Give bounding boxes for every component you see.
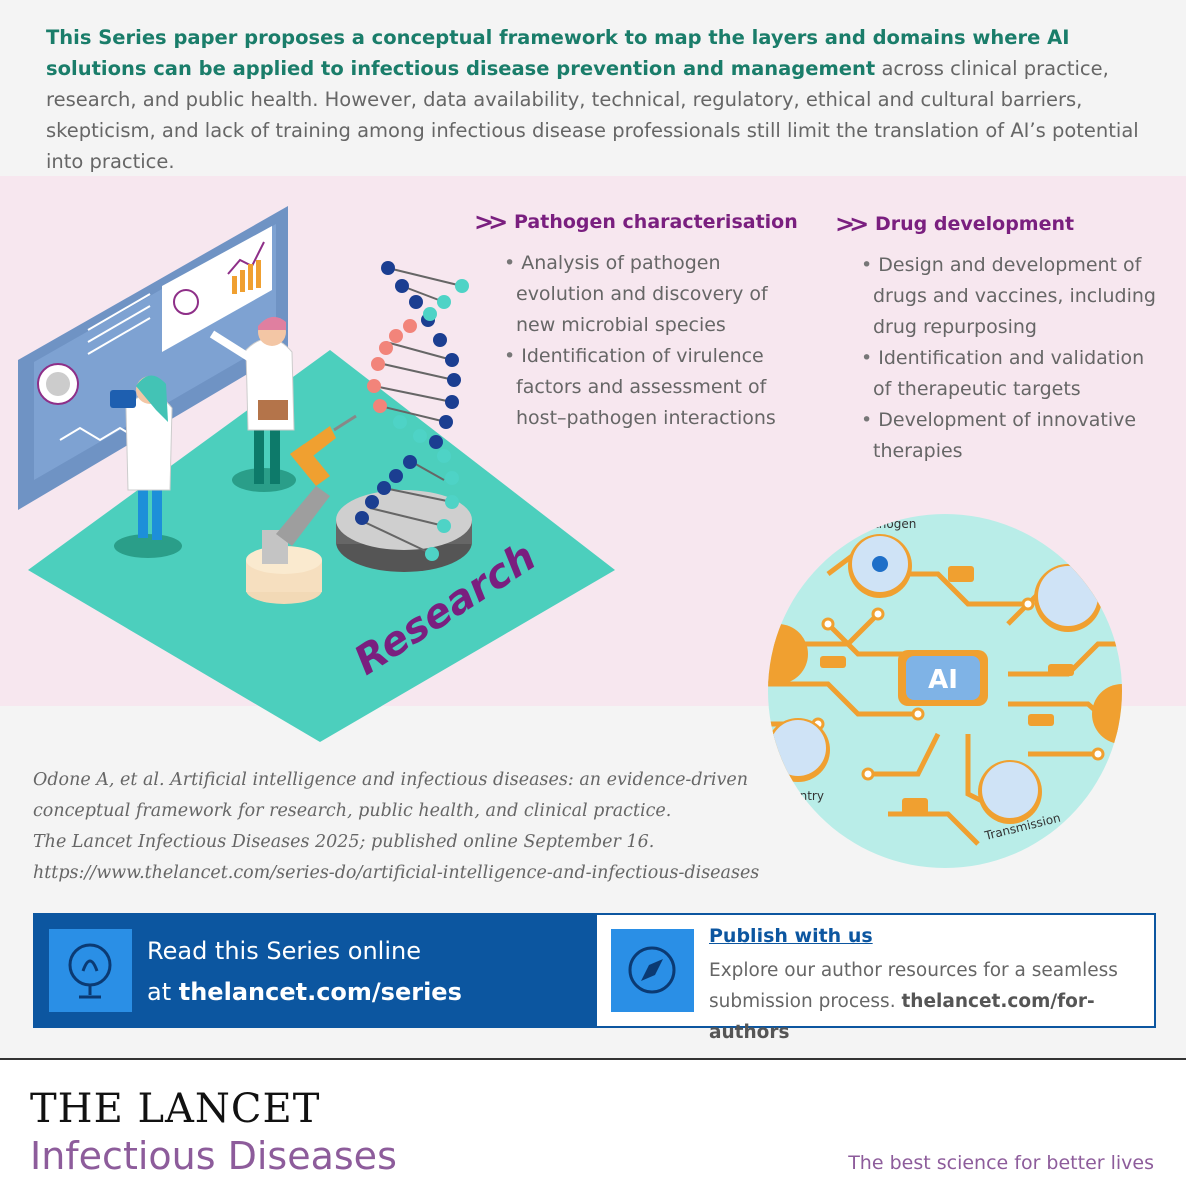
citation-line: conceptual framework for research, publi… — [33, 801, 672, 821]
citation-line: The Lancet Infectious Diseases 2025; pub… — [33, 832, 655, 852]
scientist-woman — [110, 375, 173, 540]
bullet-list: Analysis of pathogen evolution and disco… — [474, 248, 804, 434]
globe-lightbulb-icon — [49, 929, 132, 1012]
intro-paragraph: This Series paper proposes a conceptual … — [46, 22, 1146, 177]
read-series-text: Read this Series online at thelancet.com… — [147, 931, 462, 1013]
journal-brand: THE LANCET — [30, 1086, 321, 1132]
intro-rest: across clinical practice, research, and … — [46, 57, 1139, 173]
read-line-1: Read this Series online — [147, 937, 421, 965]
read-prefix: at — [147, 978, 179, 1006]
research-illustration: Research — [18, 206, 615, 742]
citation-link[interactable]: https://www.thelancet.com/series-do/arti… — [33, 863, 760, 883]
journal-name: Infectious Diseases — [30, 1134, 397, 1178]
read-series-banner[interactable]: Read this Series online at thelancet.com… — [33, 913, 596, 1028]
publish-with-us-link[interactable]: Publish with us — [709, 925, 873, 947]
list-item: Development of innovative therapies — [859, 405, 1165, 467]
section-heading: >> Pathogen characterisation — [474, 208, 804, 236]
section-title: Drug development — [875, 213, 1075, 235]
publish-body: Explore our author resources for a seaml… — [709, 960, 1118, 1012]
ai-chip-label: AI — [928, 665, 958, 695]
section-pathogen-characterisation: >> Pathogen characterisation Analysis of … — [474, 208, 804, 434]
tagline: The best science for better lives — [848, 1152, 1154, 1174]
citation-line: Odone A, et al. Artificial intelligence … — [33, 770, 749, 790]
citation: Odone A, et al. Artificial intelligence … — [33, 765, 773, 889]
list-item: Identification of virulence factors and … — [502, 341, 804, 434]
section-heading: >> Drug development — [835, 210, 1165, 238]
ai-circuit-graphic: AI Pathogen Entry Transmission — [768, 514, 1122, 868]
chevron-right-icon: >> — [474, 208, 508, 236]
publish-banner: Publish with us Explore our author resou… — [595, 913, 1156, 1043]
footer: THE LANCET Infectious Diseases The best … — [0, 1058, 1186, 1200]
list-item: Design and development of drugs and vacc… — [859, 250, 1165, 343]
list-item: Analysis of pathogen evolution and disco… — [502, 248, 804, 341]
chevron-right-icon: >> — [835, 210, 869, 238]
for-authors-link[interactable]: thelancet.com/for-authors — [709, 991, 1095, 1043]
section-title: Pathogen characterisation — [514, 211, 798, 233]
floor-platform — [28, 350, 615, 742]
bullet-list: Design and development of drugs and vacc… — [835, 250, 1165, 467]
dna-helix — [355, 261, 469, 561]
intro-lead: This Series paper proposes a conceptual … — [46, 26, 1070, 80]
compass-icon — [611, 929, 694, 1012]
list-item: Identification and validation of therape… — [859, 343, 1165, 405]
section-drug-development: >> Drug development Design and developmen… — [835, 210, 1165, 467]
publish-description: Explore our author resources for a seaml… — [709, 955, 1149, 1048]
scientist-man — [209, 316, 295, 484]
robot-arm — [246, 414, 357, 604]
entry-label: Entry — [792, 789, 824, 803]
chart-panel — [162, 226, 272, 352]
series-link[interactable]: thelancet.com/series — [178, 978, 462, 1006]
